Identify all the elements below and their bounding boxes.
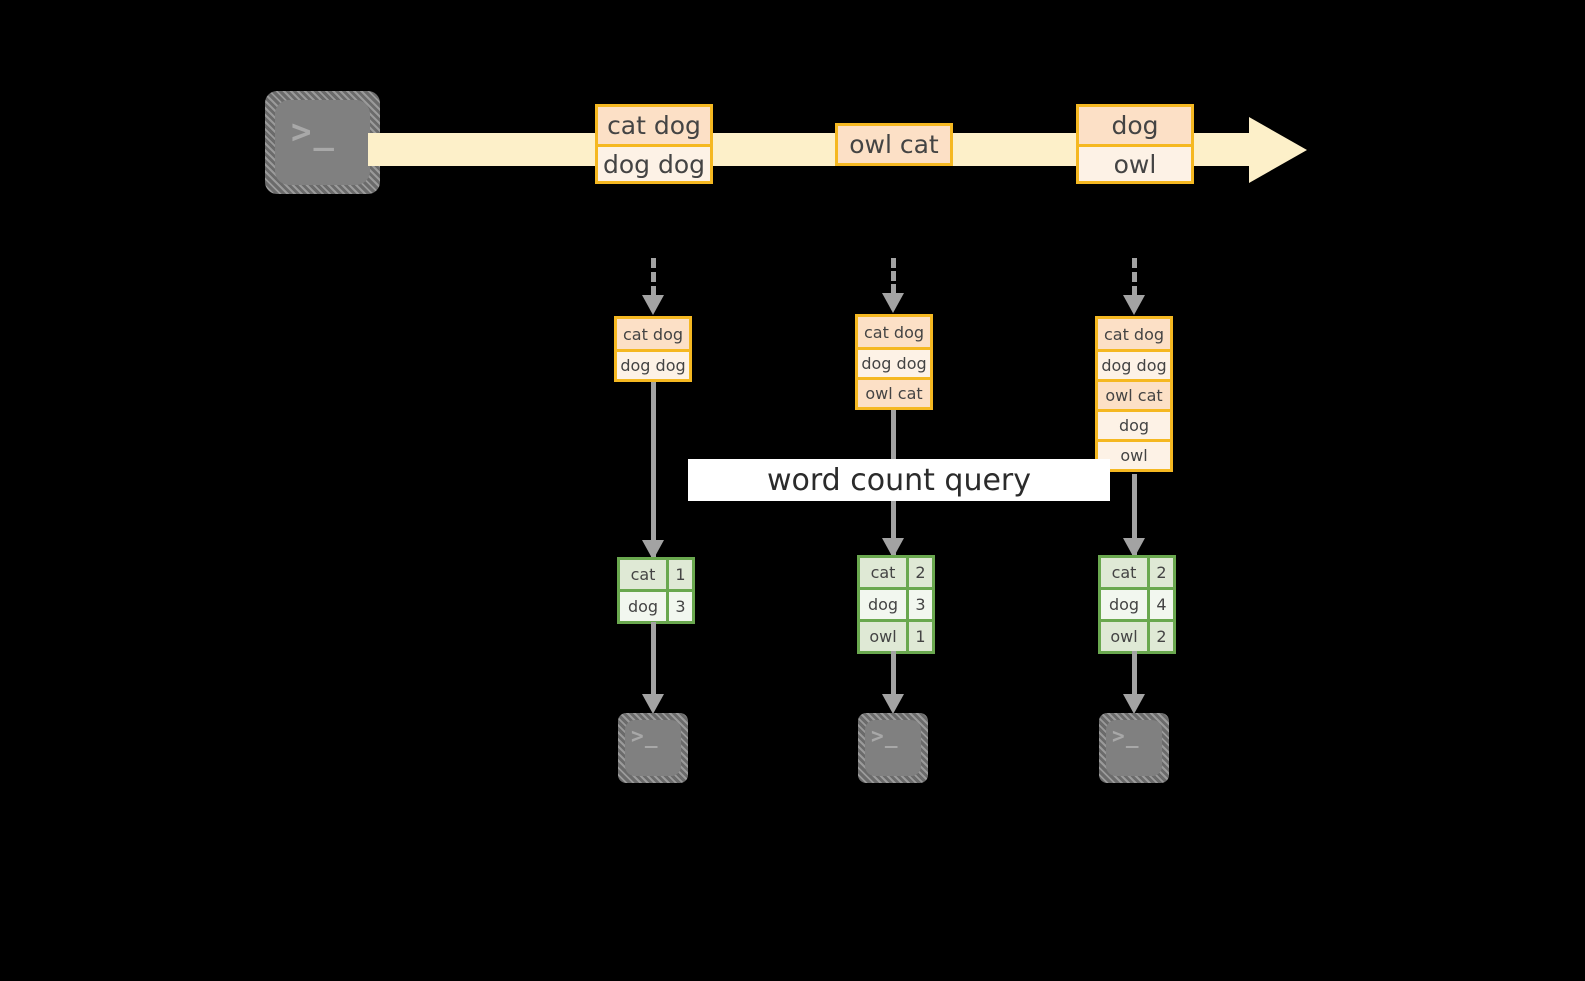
count-cell: 2 bbox=[906, 558, 932, 587]
state-line: dog dog bbox=[617, 349, 689, 379]
word-cell: cat bbox=[1101, 558, 1147, 587]
word-count-table-2: cat 2 dog 3 owl 1 bbox=[857, 555, 935, 654]
state-line: cat dog bbox=[858, 317, 930, 347]
word-cell: dog bbox=[620, 592, 666, 621]
terminal-prompt-glyph: >_ bbox=[631, 724, 659, 748]
result-to-sink-arrowhead-2 bbox=[882, 694, 904, 714]
stream-record-line: owl cat bbox=[838, 126, 950, 163]
state-line: dog dog bbox=[858, 347, 930, 377]
state-line: dog dog bbox=[1098, 349, 1170, 379]
state-line: owl bbox=[1098, 439, 1170, 469]
count-cell: 1 bbox=[906, 622, 932, 651]
result-to-sink-arrowhead-1 bbox=[642, 694, 664, 714]
state-line: cat dog bbox=[1098, 319, 1170, 349]
stream-record-line: dog dog bbox=[598, 144, 710, 181]
table-row: owl 2 bbox=[1101, 619, 1173, 651]
word-cell: cat bbox=[860, 558, 906, 587]
stream-to-state-arrowhead-3 bbox=[1123, 295, 1145, 315]
word-cell: owl bbox=[1101, 622, 1147, 651]
word-cell: owl bbox=[860, 622, 906, 651]
terminal-screen bbox=[275, 100, 370, 185]
stream-record-3: dog owl bbox=[1076, 104, 1194, 184]
query-label: word count query bbox=[766, 462, 1032, 498]
sink-terminal-icon-3: >_ bbox=[1099, 713, 1169, 783]
terminal-prompt-glyph: >_ bbox=[871, 724, 899, 748]
word-count-table-3: cat 2 dog 4 owl 2 bbox=[1098, 555, 1176, 654]
stream-to-state-arrowhead-1 bbox=[642, 295, 664, 315]
state-to-result-arrowhead-3 bbox=[1123, 538, 1145, 558]
count-cell: 2 bbox=[1147, 558, 1173, 587]
stream-to-state-arrowhead-2 bbox=[882, 293, 904, 313]
stream-to-state-connector-3 bbox=[1132, 258, 1137, 296]
result-to-sink-connector-3 bbox=[1132, 651, 1137, 701]
stream-record-1: cat dog dog dog bbox=[595, 104, 713, 184]
result-to-sink-connector-1 bbox=[651, 622, 656, 700]
sink-terminal-icon-1: >_ bbox=[618, 713, 688, 783]
stream-to-state-connector-2 bbox=[891, 258, 896, 294]
source-terminal-icon: >_ bbox=[265, 91, 380, 194]
state-buffer-1: cat dog dog dog bbox=[614, 316, 692, 382]
terminal-screen bbox=[1106, 720, 1162, 776]
stream-record-line: dog bbox=[1079, 107, 1191, 144]
state-buffer-2: cat dog dog dog owl cat bbox=[855, 314, 933, 410]
count-cell: 3 bbox=[666, 592, 692, 621]
terminal-screen bbox=[865, 720, 921, 776]
count-cell: 2 bbox=[1147, 622, 1173, 651]
table-row: dog 3 bbox=[860, 587, 932, 619]
stream-record-2: owl cat bbox=[835, 123, 953, 166]
table-row: cat 2 bbox=[1101, 558, 1173, 587]
state-line: owl cat bbox=[1098, 379, 1170, 409]
stream-record-line: owl bbox=[1079, 144, 1191, 181]
count-cell: 3 bbox=[906, 590, 932, 619]
state-buffer-3: cat dog dog dog owl cat dog owl bbox=[1095, 316, 1173, 472]
terminal-screen bbox=[625, 720, 681, 776]
word-cell: dog bbox=[860, 590, 906, 619]
sink-terminal-icon-2: >_ bbox=[858, 713, 928, 783]
table-row: dog 3 bbox=[620, 589, 692, 621]
stream-record-line: cat dog bbox=[598, 107, 710, 144]
word-count-table-1: cat 1 dog 3 bbox=[617, 557, 695, 624]
count-cell: 4 bbox=[1147, 590, 1173, 619]
state-to-result-connector-1 bbox=[651, 382, 656, 557]
count-cell: 1 bbox=[666, 560, 692, 589]
state-line: cat dog bbox=[617, 319, 689, 349]
state-to-result-connector-3 bbox=[1132, 474, 1137, 555]
table-row: cat 2 bbox=[860, 558, 932, 587]
state-line: owl cat bbox=[858, 377, 930, 407]
state-to-result-arrowhead-2 bbox=[882, 538, 904, 558]
table-row: owl 1 bbox=[860, 619, 932, 651]
table-row: cat 1 bbox=[620, 560, 692, 589]
state-line: dog bbox=[1098, 409, 1170, 439]
terminal-prompt-glyph: >_ bbox=[1112, 724, 1140, 748]
stream-to-state-connector-1 bbox=[651, 258, 656, 296]
table-row: dog 4 bbox=[1101, 587, 1173, 619]
terminal-prompt-glyph: >_ bbox=[291, 112, 337, 152]
word-cell: cat bbox=[620, 560, 666, 589]
result-to-sink-arrowhead-3 bbox=[1123, 694, 1145, 714]
state-to-result-arrowhead-1 bbox=[642, 540, 664, 560]
word-count-query-band: word count query bbox=[688, 459, 1110, 501]
result-to-sink-connector-2 bbox=[891, 651, 896, 701]
word-cell: dog bbox=[1101, 590, 1147, 619]
stream-arrow-head bbox=[1249, 117, 1307, 183]
